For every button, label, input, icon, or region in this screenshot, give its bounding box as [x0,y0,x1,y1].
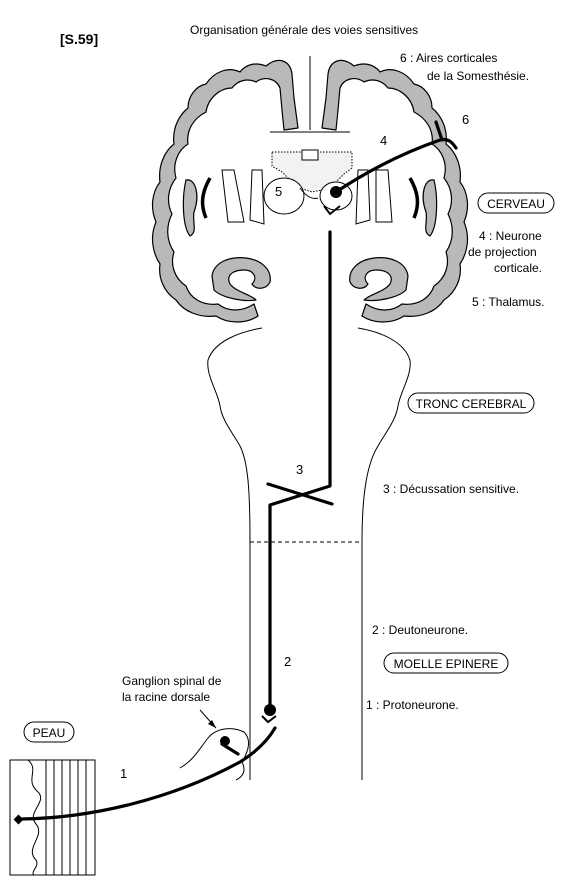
ganglion-pointer-arrowhead-icon [208,720,216,728]
legend-neurone-line2: de projection [468,245,537,259]
right-internal-capsule [375,169,393,223]
brainstem-right-edge [357,327,411,780]
marker-5: 5 [275,184,282,199]
right-insula [408,177,420,219]
right-hemisphere-cortex [321,59,469,323]
brainstem-left-edge [207,327,263,780]
moelle-box [383,652,509,674]
region-cerveau: CERVEAU [487,197,545,211]
brainstem-outline [207,327,411,780]
right-lenticular [355,169,371,225]
right-temporal-sulcus [422,179,438,237]
brain-section [151,56,469,323]
legend-deutoneurone: 2 : Deutoneurone. [372,623,468,637]
ganglion-label-line2: la racine dorsale [122,690,210,704]
legend-aires-line2: de la Somesthésie. [427,69,529,83]
left-hemisphere-cortex [151,59,299,323]
diagram-title: Organisation générale des voies sensitiv… [190,23,418,37]
synapse-cord-icon [261,715,277,724]
legend-decussation: 3 : Décussation sensitive. [383,482,519,496]
thalamic-neuron-cell-body-icon [330,186,342,198]
marker-3: 3 [296,462,303,477]
hypothalamus-line [299,187,319,199]
marker-6: 6 [462,112,469,127]
region-tronc: TRONC CEREBRAL [416,397,527,411]
cortical-projection-line [334,137,458,194]
left-temporal-sulcus [182,179,198,237]
legend-neurone-line3: corticale. [494,261,542,275]
legend-aires-line1: 6 : Aires corticales [400,51,497,65]
left-lenticular [249,169,265,225]
thalamus-shape [263,177,305,215]
cortex-terminal-branch [434,120,444,142]
protoneurone-line [20,726,277,821]
decussation-cross-line [266,482,334,506]
region-peau: PEAU [33,726,66,740]
skin-receptor-icon [13,814,24,825]
synapse-thalamus-icon [323,205,341,216]
peau-box [23,721,75,743]
legend-thalamus: 5 : Thalamus. [472,295,544,309]
marker-2: 2 [284,654,291,669]
region-moelle: MOELLE EPINERE [394,657,499,671]
right-hippocampus [349,257,409,302]
deutoneurone-cell-body-icon [264,704,276,716]
cerveau-box [477,192,555,214]
ganglion-cell-body-icon [220,736,230,746]
skin-surface-line [27,759,41,876]
third-ventricle-top [301,149,319,161]
sensory-pathway [20,120,458,821]
marker-4: 4 [380,133,387,148]
ganglion-label-line1: Ganglion spinal de [122,674,222,688]
left-insula [200,177,212,219]
figure-code: [S.59] [60,31,98,47]
legend-neurone-line1: 4 : Neurone [479,229,542,243]
left-internal-capsule [221,169,245,223]
left-hippocampus [211,257,271,302]
marker-1: 1 [120,766,127,781]
tronc-box [407,392,535,414]
legend-protoneurone: 1 : Protoneurone. [366,698,459,712]
